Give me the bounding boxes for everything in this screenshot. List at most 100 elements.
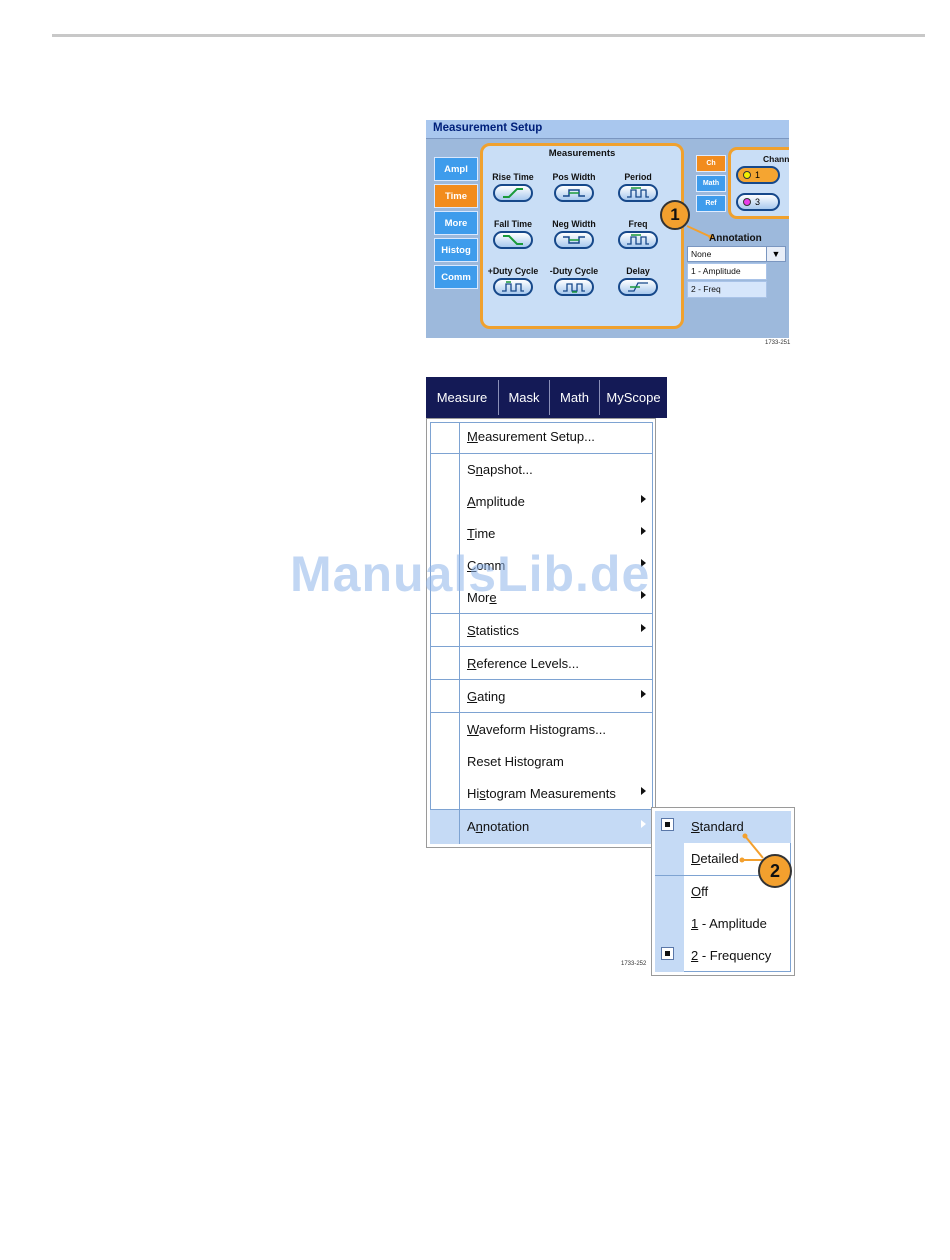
menu-highlight xyxy=(430,809,653,844)
submenu-item-standard[interactable]: Standard xyxy=(691,819,744,834)
measurement-setup-panel: Measurement Setup Ampl Time More Histog … xyxy=(426,120,789,338)
menu-mask[interactable]: Mask xyxy=(508,390,540,405)
menu-item-measurement-setup[interactable]: Measurement Setup... xyxy=(467,429,595,444)
menu-item-snapshot[interactable]: Snapshot... xyxy=(467,462,533,477)
source-tab-ch[interactable]: Ch xyxy=(696,155,726,172)
neg-width-button[interactable] xyxy=(554,231,594,249)
source-tab-math[interactable]: Math xyxy=(696,175,726,192)
measurements-group: Measurements Rise Time Pos Width Period … xyxy=(480,143,684,329)
menu-item-reset-histogram[interactable]: Reset Histogram xyxy=(467,754,564,769)
neg-duty-icon xyxy=(563,283,585,293)
menu-math[interactable]: Math xyxy=(560,390,589,405)
menu-item-annotation[interactable]: Annotation xyxy=(467,819,530,834)
menu-measure[interactable]: Measure xyxy=(436,390,488,405)
submenu-arrow-icon xyxy=(641,787,646,795)
menu-frame xyxy=(430,422,653,844)
pos-duty-cycle-button[interactable] xyxy=(493,278,533,296)
channel-1-color-icon xyxy=(743,171,751,179)
page-rule xyxy=(52,34,925,37)
channel-3-button[interactable]: 3 xyxy=(736,193,780,211)
menu-separator xyxy=(430,453,653,454)
callout-2-leaders xyxy=(739,833,764,863)
tab-time[interactable]: Time xyxy=(434,184,478,208)
neg-duty-cycle-label: -Duty Cycle xyxy=(549,266,599,276)
menu-item-amplitude[interactable]: Amplitude xyxy=(467,494,525,509)
pos-width-label: Pos Width xyxy=(552,172,596,182)
pos-width-button[interactable] xyxy=(554,184,594,202)
menubar-divider xyxy=(599,380,600,415)
submenu-arrow-icon xyxy=(641,495,646,503)
annotation-dropdown[interactable]: None ▼ xyxy=(687,246,786,262)
submenu-arrow-icon xyxy=(641,690,646,698)
watermark: ManualsLib.de xyxy=(290,546,651,602)
figure-id-1: 1733-251 xyxy=(765,340,791,346)
annotation-option-amplitude[interactable]: 1 - Amplitude xyxy=(687,263,767,280)
menu-myscope[interactable]: MyScope xyxy=(606,390,661,405)
period-icon xyxy=(627,187,649,198)
menu-item-time[interactable]: Time xyxy=(467,526,496,541)
rise-edge-icon xyxy=(503,188,523,198)
rise-time-label: Rise Time xyxy=(492,172,534,182)
delay-button[interactable] xyxy=(618,278,658,296)
submenu-item-detailed[interactable]: Detailed xyxy=(691,851,739,866)
submenu-item-amplitude[interactable]: 1 - Amplitude xyxy=(691,916,767,931)
submenu-separator xyxy=(655,875,791,876)
menubar-divider xyxy=(549,380,550,415)
frequency-icon xyxy=(627,234,649,245)
setup-titlebar: Measurement Setup xyxy=(426,120,789,139)
channels-header: Chann xyxy=(763,154,789,164)
checked-box-icon xyxy=(661,818,674,831)
dropdown-arrow-icon[interactable]: ▼ xyxy=(766,247,785,261)
checked-box-icon xyxy=(661,947,674,960)
freq-label: Freq xyxy=(628,219,648,229)
source-tab-ref[interactable]: Ref xyxy=(696,195,726,212)
submenu-highlight xyxy=(684,811,791,843)
rise-time-button[interactable] xyxy=(493,184,533,202)
tab-more[interactable]: More xyxy=(434,211,478,235)
freq-button[interactable] xyxy=(618,231,658,249)
channels-group: Chann 1 3 xyxy=(728,147,789,219)
menu-item-reference-levels[interactable]: Reference Levels... xyxy=(467,656,580,671)
menu-item-histogram-measurements[interactable]: Histogram Measurements xyxy=(467,786,616,801)
menu-item-more[interactable]: More xyxy=(467,590,497,605)
callout-1-leader xyxy=(686,225,714,240)
tab-ampl[interactable]: Ampl xyxy=(434,157,478,181)
channel-3-label: 3 xyxy=(755,197,761,207)
submenu-arrow-icon xyxy=(641,624,646,632)
figure-id-2: 1733-252 xyxy=(621,961,647,967)
neg-duty-cycle-button[interactable] xyxy=(554,278,594,296)
menu-item-waveform-histograms[interactable]: Waveform Histograms... xyxy=(467,722,606,737)
channel-1-button[interactable]: 1 xyxy=(736,166,780,184)
pos-duty-cycle-label: +Duty Cycle xyxy=(487,266,539,276)
annotation-dropdown-value: None xyxy=(691,249,712,259)
menu-separator xyxy=(430,646,653,647)
menu-item-statistics[interactable]: Statistics xyxy=(467,623,520,638)
tab-comm[interactable]: Comm xyxy=(434,265,478,289)
fall-time-label: Fall Time xyxy=(494,219,532,229)
menu-separator xyxy=(430,712,653,713)
menu-gutter-divider xyxy=(459,422,460,844)
pos-pulse-icon xyxy=(563,189,585,197)
submenu-arrow-icon xyxy=(641,820,646,828)
submenu-item-frequency[interactable]: 2 - Frequency xyxy=(691,948,772,963)
period-button[interactable] xyxy=(618,184,658,202)
menu-item-comm[interactable]: Comm xyxy=(467,558,506,573)
fall-edge-icon xyxy=(503,235,523,245)
delay-label: Delay xyxy=(626,266,650,276)
submenu-item-off[interactable]: Off xyxy=(691,884,709,899)
menu-item-gating[interactable]: Gating xyxy=(467,689,506,704)
callout-1-badge: 1 xyxy=(660,200,690,230)
menu-bar: Measure Mask Math MyScope xyxy=(426,377,667,418)
annotation-label: Annotation xyxy=(709,233,762,244)
tab-histog[interactable]: Histog xyxy=(434,238,478,262)
measure-menu xyxy=(426,418,656,848)
menu-separator xyxy=(430,679,653,680)
neg-width-label: Neg Width xyxy=(552,219,596,229)
annotation-option-freq[interactable]: 2 - Freq xyxy=(687,281,767,298)
menu-separator xyxy=(430,613,653,614)
callout-2-badge: 2 xyxy=(758,854,792,888)
measurements-header: Measurements xyxy=(548,148,616,159)
period-label: Period xyxy=(624,172,652,182)
menubar-divider xyxy=(498,380,499,415)
fall-time-button[interactable] xyxy=(493,231,533,249)
